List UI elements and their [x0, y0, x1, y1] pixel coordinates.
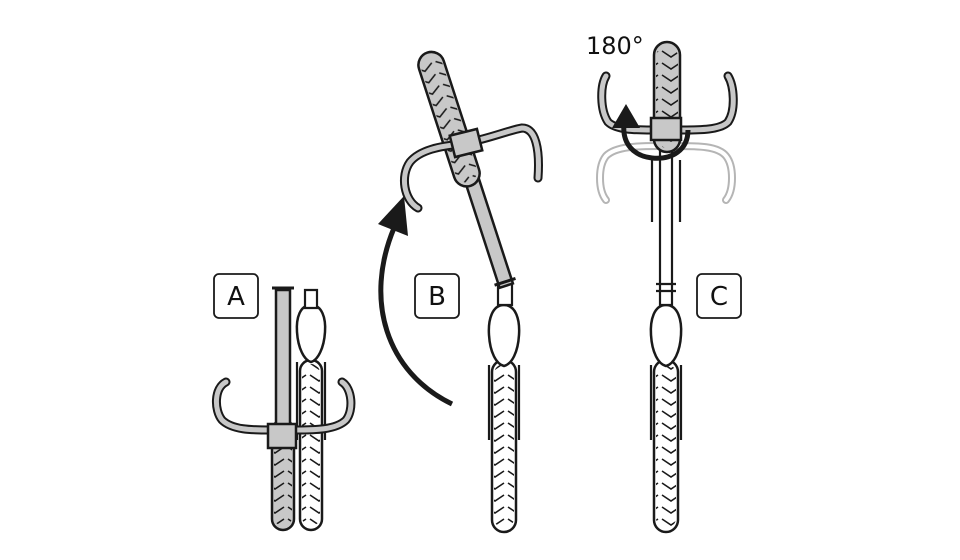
- rotation-degrees-label: 180°: [586, 32, 644, 60]
- step-c-saddle: [649, 303, 683, 368]
- step-a-seatpost: [303, 288, 319, 310]
- step-c-rear-tire: [652, 358, 680, 534]
- step-a-fork: [274, 288, 292, 432]
- step-b-stem-clamp: [448, 127, 484, 159]
- svg-text:C: C: [710, 282, 728, 312]
- step-b-front-assembly: [417, 50, 516, 290]
- step-label-c: C: [696, 273, 742, 319]
- step-b-lift-arrow: [378, 227, 454, 407]
- step-c-stem-clamp: [649, 116, 683, 142]
- step-b-bike: [378, 50, 543, 534]
- step-c-fork: [658, 148, 674, 307]
- step-label-b: B: [414, 273, 460, 319]
- step-b-rear-tire: [490, 358, 518, 534]
- step-c-bike: [596, 40, 738, 534]
- step-a-saddle: [295, 303, 327, 364]
- step-b-saddle: [487, 303, 521, 368]
- step-c-rotate-arrow: [621, 123, 691, 161]
- svg-text:B: B: [428, 282, 446, 312]
- step-a-rear-tire: [298, 358, 324, 532]
- step-a-stem-clamp: [266, 422, 298, 450]
- svg-text:A: A: [227, 282, 245, 312]
- step-label-a: A: [213, 273, 259, 319]
- step-a-bike: [212, 286, 356, 532]
